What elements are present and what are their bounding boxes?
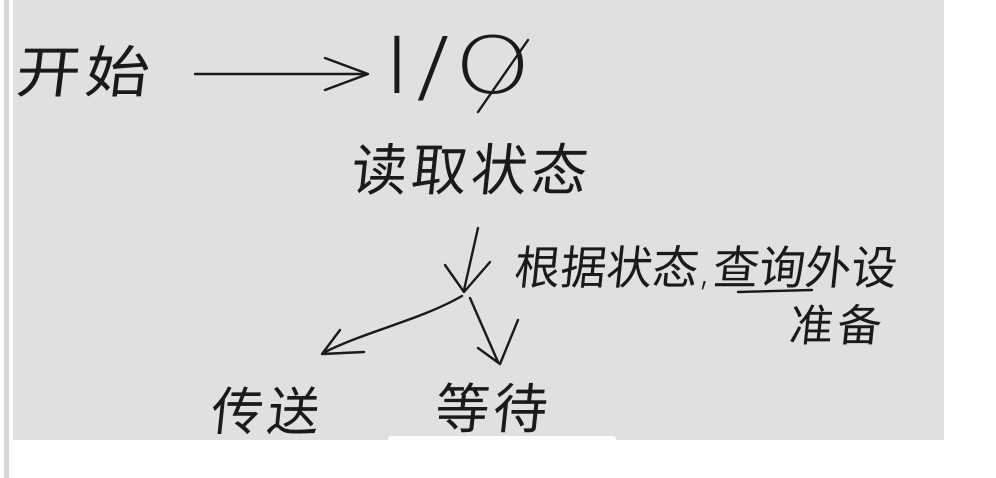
arrow-down-branch	[443, 226, 492, 294]
arrow-to-transfer	[320, 294, 464, 356]
arrow-start-to-io	[193, 56, 370, 92]
io-slash	[476, 38, 530, 114]
node-io: I/O	[382, 22, 537, 112]
whiteboard-canvas	[13, 0, 944, 440]
bottom-tab	[388, 436, 616, 478]
left-scroll-edge	[4, 0, 9, 478]
arrow-to-wait	[468, 296, 520, 366]
note-underline	[736, 288, 814, 294]
